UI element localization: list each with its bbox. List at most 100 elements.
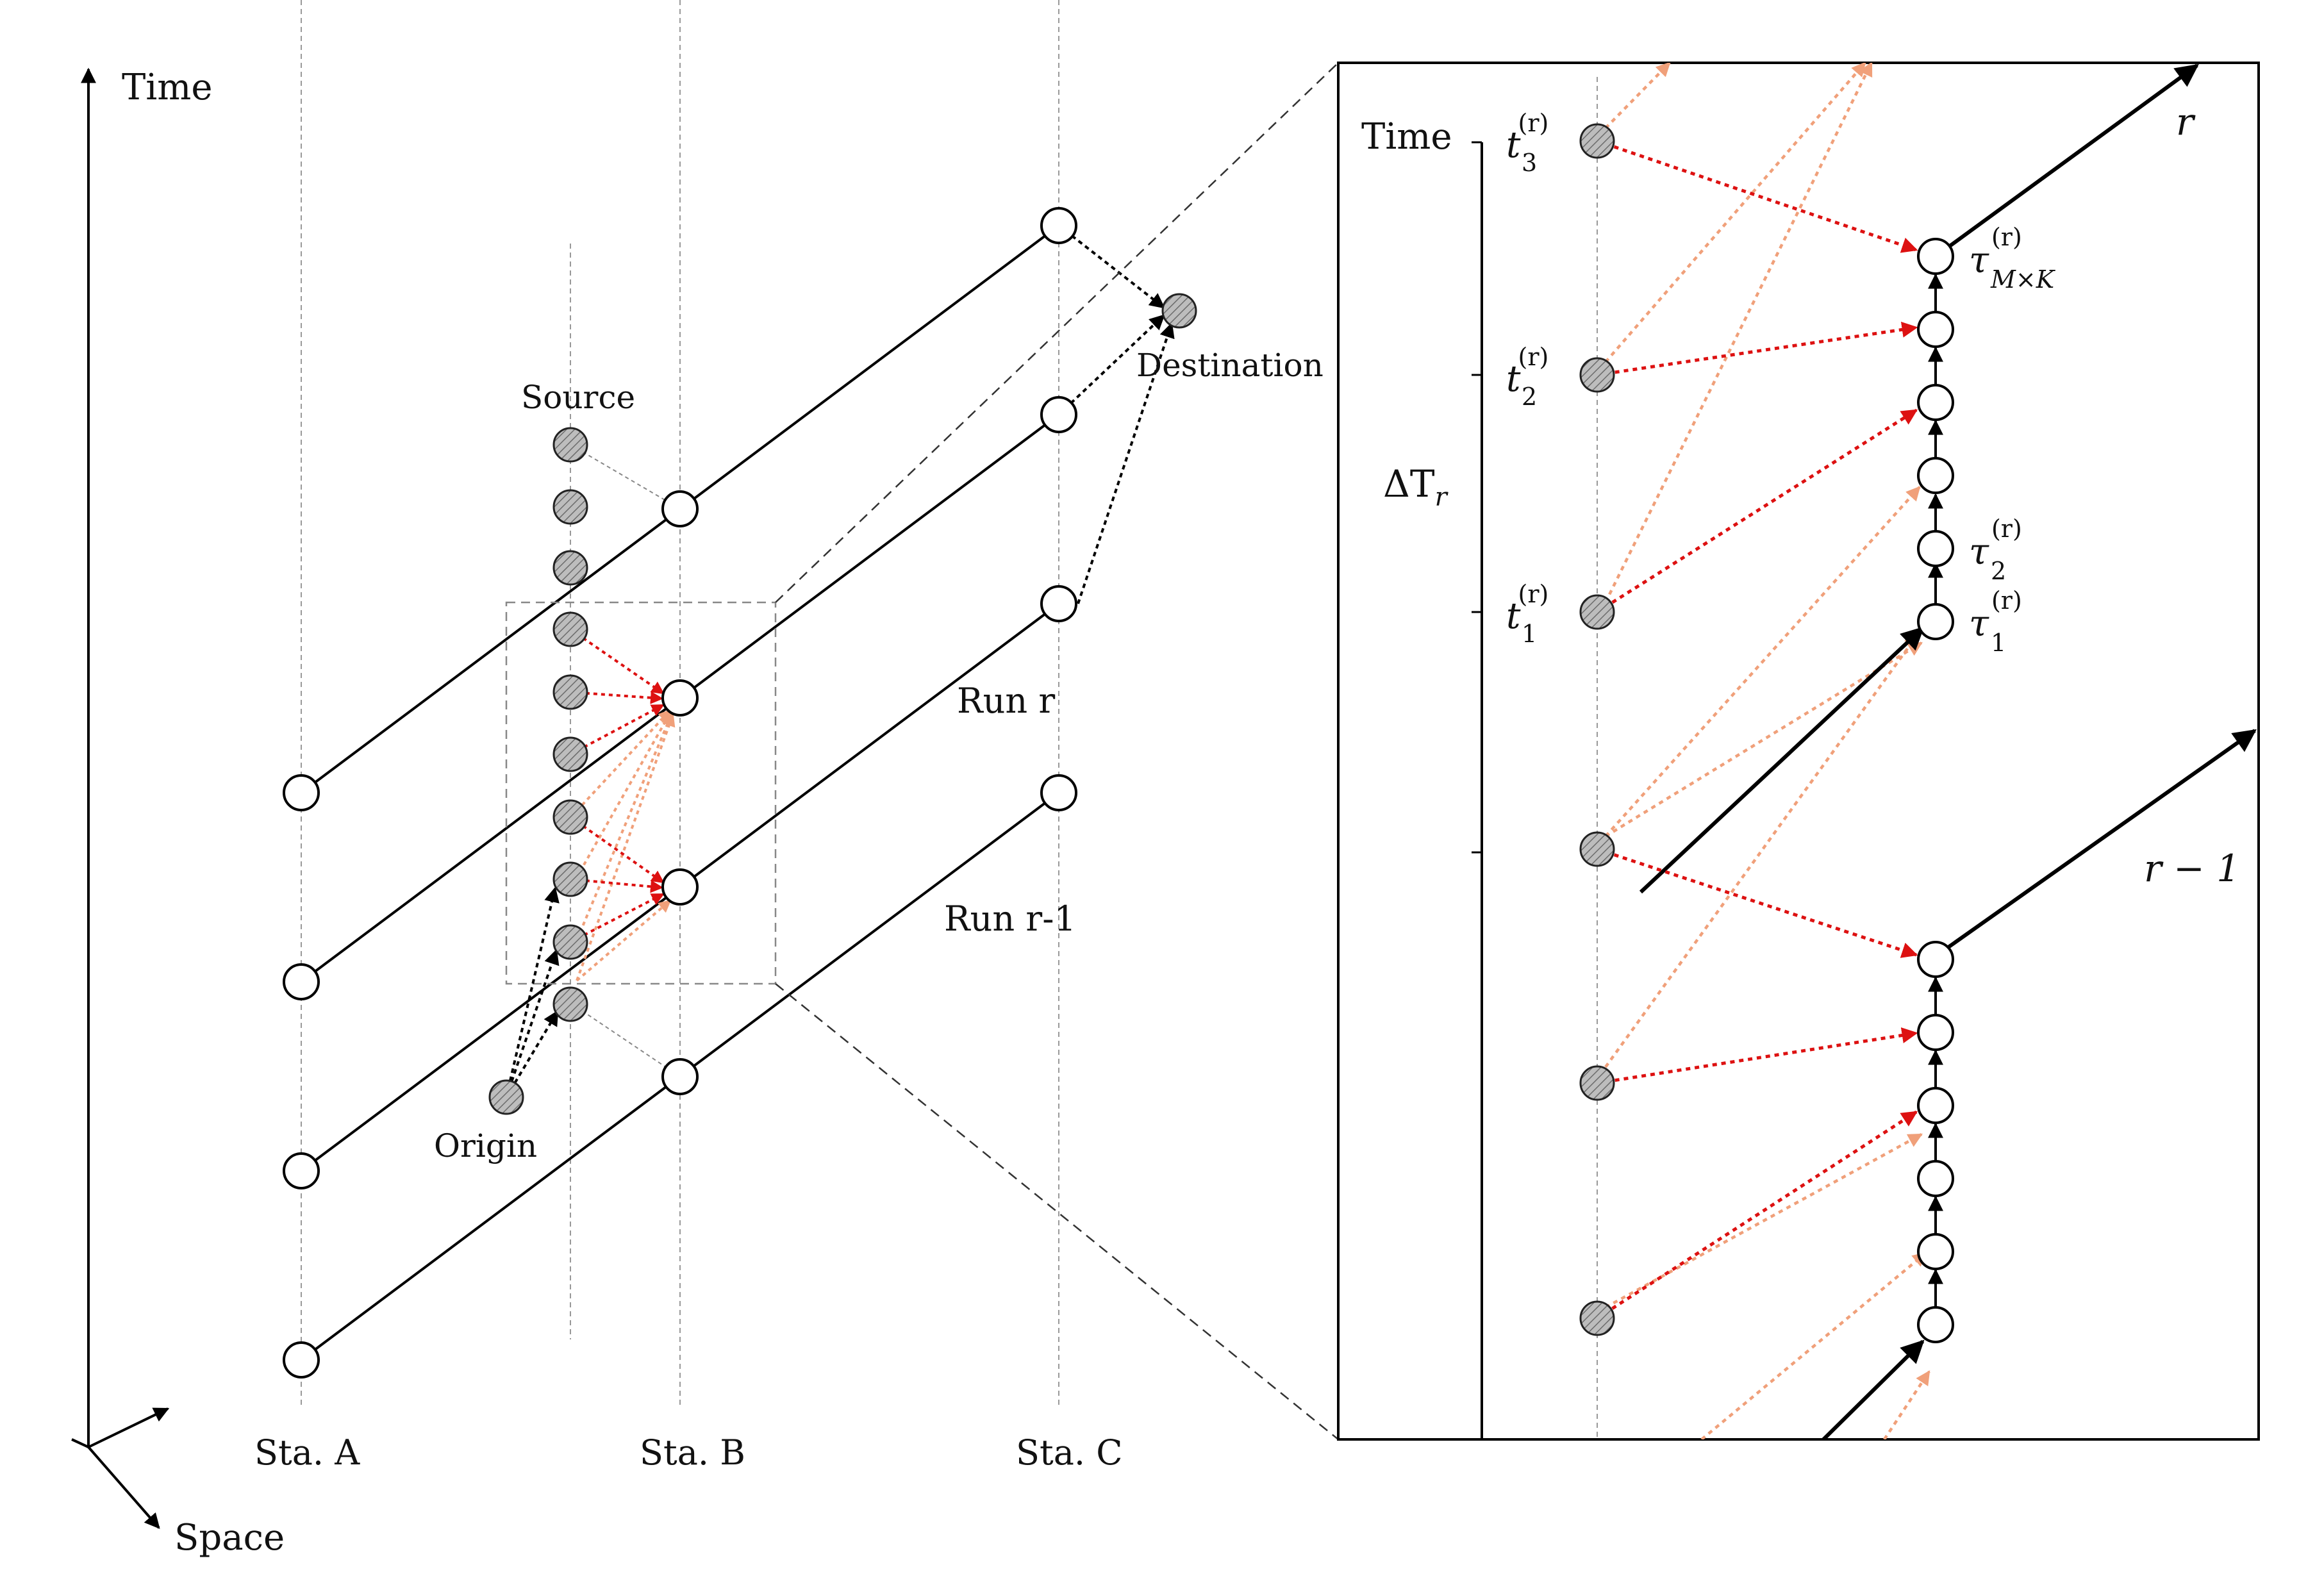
space-axis-1 bbox=[88, 1407, 170, 1448]
zoom-source-node bbox=[1579, 1065, 1615, 1101]
zoom-source-node bbox=[1579, 1300, 1615, 1336]
destination-arrow bbox=[1058, 314, 1165, 416]
station-b-node bbox=[661, 1058, 699, 1095]
source-node bbox=[552, 736, 588, 772]
zoom-connector-bottom bbox=[775, 983, 1339, 1440]
station-a-node bbox=[283, 1341, 320, 1379]
zoom-source-node bbox=[1579, 831, 1615, 867]
run-r-incoming bbox=[1639, 626, 1925, 894]
tau-node bbox=[1917, 238, 1954, 275]
red-arrow bbox=[569, 816, 665, 884]
zoom-time-label: Time bbox=[1361, 116, 1452, 158]
station-a-node bbox=[283, 1152, 320, 1189]
station-b-label: Sta. B bbox=[640, 1432, 745, 1473]
tau-node bbox=[1917, 311, 1954, 348]
orange-arrow bbox=[576, 899, 672, 982]
run-r-trajectory bbox=[1934, 63, 2199, 258]
tau-node bbox=[1917, 941, 1954, 978]
tau-node bbox=[1917, 1014, 1954, 1051]
space-axis-tail bbox=[71, 1438, 89, 1448]
zoom-red-arrow bbox=[1596, 408, 1918, 614]
source-node bbox=[552, 611, 588, 647]
zoom-orange-arrow bbox=[1604, 486, 1921, 838]
station-c-node bbox=[1040, 396, 1077, 433]
station-c-label: Sta. C bbox=[1016, 1432, 1123, 1473]
run-r-minus-1-zoom-label: r − 1 bbox=[2144, 847, 2240, 890]
zoom-panel: Time ΔTr r r − 1 t(r)3 t(r)2 t(r)1 τ(r)M… bbox=[1337, 62, 2260, 1441]
origin-label: Origin bbox=[434, 1127, 537, 1164]
t1-label: t(r)1 bbox=[1506, 580, 1548, 648]
zoom-orange-arrow bbox=[1604, 63, 1866, 363]
space-axis-2 bbox=[87, 1446, 160, 1529]
source-node bbox=[552, 427, 588, 463]
t2-label: t(r)2 bbox=[1506, 343, 1548, 411]
station-c-node bbox=[1040, 207, 1077, 244]
tau1-label: τ(r)1 bbox=[1969, 586, 2022, 657]
source-node bbox=[552, 861, 588, 897]
origin-arrow bbox=[505, 948, 560, 1098]
station-a-label: Sta. A bbox=[254, 1432, 360, 1473]
source-node bbox=[552, 799, 588, 835]
orange-arrow bbox=[579, 713, 674, 933]
tau-mk-label: τ(r)M×K bbox=[1969, 223, 2056, 294]
t3-label: t(r)3 bbox=[1506, 109, 1548, 177]
tau-node bbox=[1917, 603, 1954, 640]
zoom-red-arrow bbox=[1597, 847, 1918, 958]
run-r-minus-1-incoming bbox=[1822, 1339, 1925, 1439]
station-b-node bbox=[661, 490, 699, 527]
zoom-red-arrow bbox=[1597, 1027, 1918, 1085]
delta-t-label: ΔTr bbox=[1383, 462, 1449, 512]
station-a-node bbox=[283, 963, 320, 1000]
zoom-red-arrow bbox=[1596, 1110, 1918, 1320]
station-b-node bbox=[661, 868, 699, 906]
tau-node bbox=[1917, 384, 1954, 421]
tau-node bbox=[1917, 1233, 1954, 1270]
zoom-orange-arrow bbox=[1604, 63, 1873, 603]
origin-node bbox=[488, 1079, 524, 1115]
red-arrow bbox=[569, 628, 665, 695]
run-r-minus-1-label: Run r-1 bbox=[944, 899, 1076, 939]
station-a-node bbox=[283, 774, 320, 811]
run-r-label: Run r bbox=[957, 681, 1055, 721]
source-label: Source bbox=[521, 379, 635, 416]
space-axis-label: Space bbox=[174, 1517, 285, 1559]
tau-node bbox=[1917, 1306, 1954, 1343]
run-r-zoom-label: r bbox=[2176, 100, 2196, 144]
source-node bbox=[552, 550, 588, 586]
origin-arrow bbox=[505, 886, 560, 1098]
station-c-node bbox=[1040, 774, 1077, 811]
zoom-frame bbox=[505, 601, 777, 985]
run-r-minus-1-trajectory bbox=[1934, 729, 2257, 958]
tau-node bbox=[1917, 457, 1954, 494]
zoom-panel-frame bbox=[1337, 62, 2260, 1441]
zoom-source-node bbox=[1579, 123, 1615, 159]
tau-node bbox=[1917, 530, 1954, 567]
source-node bbox=[552, 924, 588, 960]
source-node bbox=[552, 986, 588, 1022]
tau-node bbox=[1917, 1087, 1954, 1124]
zoom-connector-top bbox=[775, 62, 1339, 603]
source-link-top bbox=[570, 444, 681, 509]
time-axis-label: Time bbox=[122, 67, 213, 108]
source-node bbox=[552, 489, 588, 525]
destination-arrow bbox=[1058, 224, 1165, 309]
zoom-orange-arrow bbox=[1604, 1133, 1923, 1309]
zoom-orange-arrow bbox=[1700, 1252, 1927, 1439]
zoom-source-node bbox=[1579, 594, 1615, 630]
zoom-orange-arrow bbox=[1604, 642, 1923, 838]
zoom-source-node bbox=[1579, 357, 1615, 393]
station-b-node bbox=[661, 679, 699, 716]
left-panel: Time Space bbox=[71, 0, 1324, 1559]
source-node bbox=[552, 674, 588, 710]
destination-node bbox=[1161, 293, 1197, 329]
tau2-label: τ(r)2 bbox=[1969, 515, 2022, 585]
destination-arrow bbox=[1077, 322, 1175, 604]
orange-arrow bbox=[576, 713, 676, 981]
source-link-bottom bbox=[570, 1002, 681, 1077]
zoom-orange-arrow bbox=[1604, 63, 1671, 129]
tau-node bbox=[1917, 1160, 1954, 1197]
station-c-node bbox=[1040, 585, 1077, 622]
zoom-red-arrow bbox=[1597, 139, 1918, 253]
